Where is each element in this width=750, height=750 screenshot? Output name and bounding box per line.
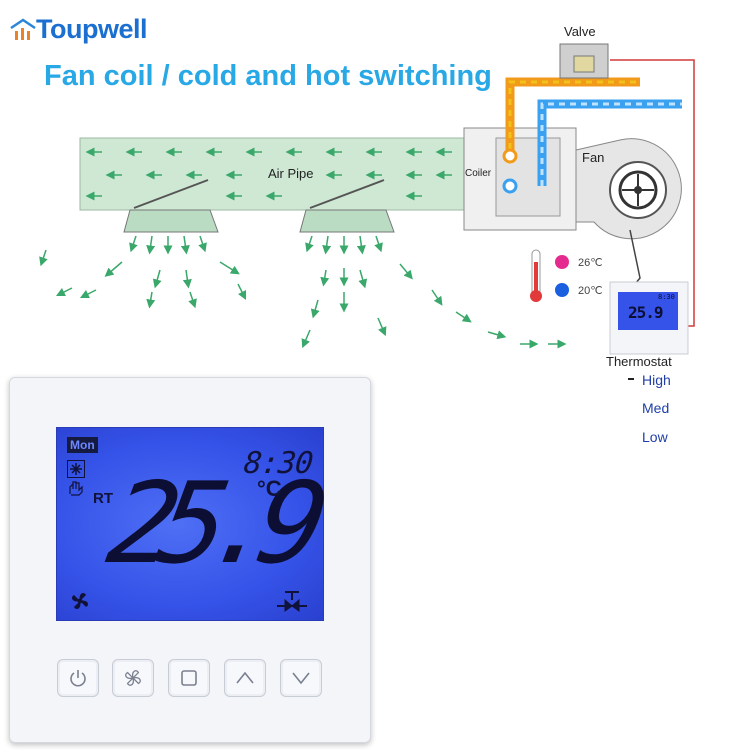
fan-label: Fan: [582, 150, 605, 165]
fan-speed-button[interactable]: [112, 659, 154, 697]
rt-label: RT: [93, 490, 113, 507]
cold-temp: 20℃: [578, 285, 603, 297]
speed-high: High: [642, 372, 671, 388]
hot-temp: 26℃: [578, 257, 603, 269]
chevron-down-icon: [292, 672, 310, 685]
chevron-up-icon: [236, 671, 254, 684]
power-button[interactable]: [57, 659, 99, 697]
day-badge: Mon: [67, 437, 98, 453]
hot-dot: [555, 255, 569, 269]
thermostat-label: Thermostat: [606, 354, 672, 369]
speed-switch: [628, 378, 634, 380]
lcd-screen: Mon 8:30 RT 25.9 °C: [56, 427, 324, 621]
power-icon: [70, 670, 86, 687]
speed-low: Low: [642, 429, 668, 445]
down-button[interactable]: [280, 659, 322, 697]
mini-thermostat-time: 8:30: [658, 293, 675, 301]
temperature-display: 25.9: [99, 459, 321, 589]
thermostat-device: Mon 8:30 RT 25.9 °C: [9, 377, 371, 743]
coiler-label: Coiler: [465, 168, 492, 179]
valve-label: Valve: [564, 24, 596, 39]
fan-coil-diagram: [39, 43, 695, 380]
hand-icon: [69, 481, 83, 496]
cold-dot: [555, 283, 569, 297]
air-pipe-label: Air Pipe: [268, 166, 314, 181]
up-button[interactable]: [224, 659, 266, 697]
fan-icon: [125, 670, 141, 686]
speed-med: Med: [642, 400, 670, 416]
square-icon: [181, 670, 197, 686]
snowflake-icon: [67, 460, 85, 478]
valve-icon: [277, 591, 307, 612]
fan-icon: [72, 593, 88, 609]
valve-wire: [610, 59, 695, 327]
airflow-arrows: [85, 147, 452, 201]
house-bars-icon: [10, 18, 36, 40]
mini-thermostat-temp: 25.9: [628, 303, 664, 322]
mode-button[interactable]: [168, 659, 210, 697]
headline: Fan coil / cold and hot switching: [44, 60, 492, 92]
brand-name: Toupwell: [36, 14, 148, 44]
unit-label: °C: [257, 476, 282, 501]
